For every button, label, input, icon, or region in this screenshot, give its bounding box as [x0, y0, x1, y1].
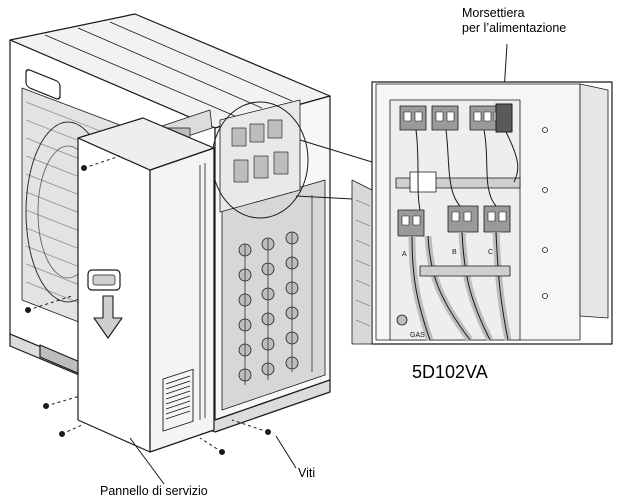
screw-icon — [265, 429, 271, 435]
model-code-label: 5D102VA — [412, 362, 488, 382]
screw-icon — [25, 307, 31, 313]
terminal-block-label-line2: per l’alimentazione — [462, 21, 567, 35]
detail-inset — [351, 81, 613, 345]
unit-handle-upper — [25, 69, 61, 100]
screw-icon — [81, 165, 87, 171]
screw-icon — [59, 431, 65, 437]
screws — [25, 155, 271, 455]
terminal-block-label-line1: Morsettiera — [462, 6, 525, 20]
service-panel-label: Pannello di servizio — [100, 484, 208, 498]
power-terminal-block — [495, 103, 513, 133]
screws-label: Viti — [298, 466, 316, 480]
service-panel — [77, 117, 215, 453]
removal-arrow — [93, 295, 123, 339]
screw-icon — [43, 403, 49, 409]
port-a-mark: A — [402, 251, 407, 258]
screw-icon — [219, 449, 225, 455]
inset-markings: A B C GAS — [402, 249, 493, 339]
port-c-mark: C — [488, 249, 493, 256]
inset-cables — [408, 129, 519, 343]
port-b-mark: B — [452, 249, 457, 256]
service-panel-louvres — [165, 375, 191, 420]
gas-mark: GAS — [410, 332, 425, 339]
